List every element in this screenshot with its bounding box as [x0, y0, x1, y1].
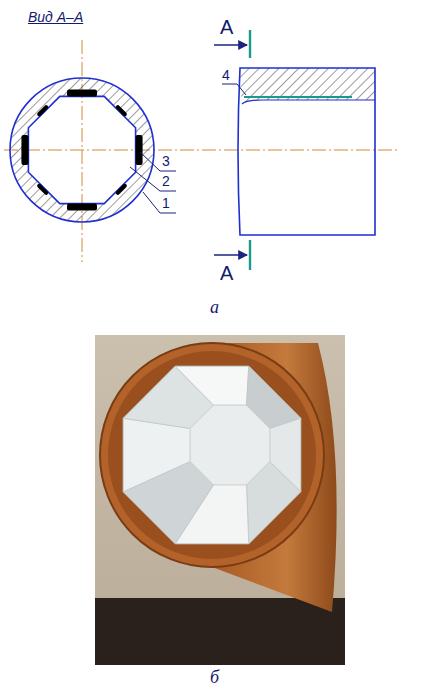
lining-facet — [123, 418, 190, 491]
side-view — [214, 30, 375, 270]
center-lines — [4, 40, 400, 262]
view-title: Вид А–А — [28, 10, 83, 25]
lining-facet — [175, 366, 248, 405]
figure-caption: а — [210, 298, 219, 318]
figure-caption: б — [210, 668, 219, 688]
insert-strip — [21, 135, 28, 165]
inner-lining — [123, 366, 300, 543]
section-letter: A — [220, 262, 233, 284]
lining-facet — [270, 418, 301, 491]
leader-lines — [130, 84, 246, 213]
insert-strip — [36, 104, 49, 117]
insert-strip — [36, 183, 49, 196]
lining-facet — [247, 366, 301, 428]
photo-of-bushing — [95, 335, 345, 665]
callout-number: 1 — [162, 196, 170, 211]
insert-strip — [136, 135, 143, 165]
insert-strip — [67, 89, 97, 96]
callout-number: 2 — [162, 174, 170, 189]
cross-section — [10, 78, 154, 222]
section-letter: A — [220, 16, 233, 38]
insert-strip — [115, 104, 128, 117]
insert-strip — [67, 204, 97, 211]
insert-strip — [115, 183, 128, 196]
callout-number: 4 — [222, 68, 230, 83]
callout-number: 3 — [162, 154, 170, 169]
